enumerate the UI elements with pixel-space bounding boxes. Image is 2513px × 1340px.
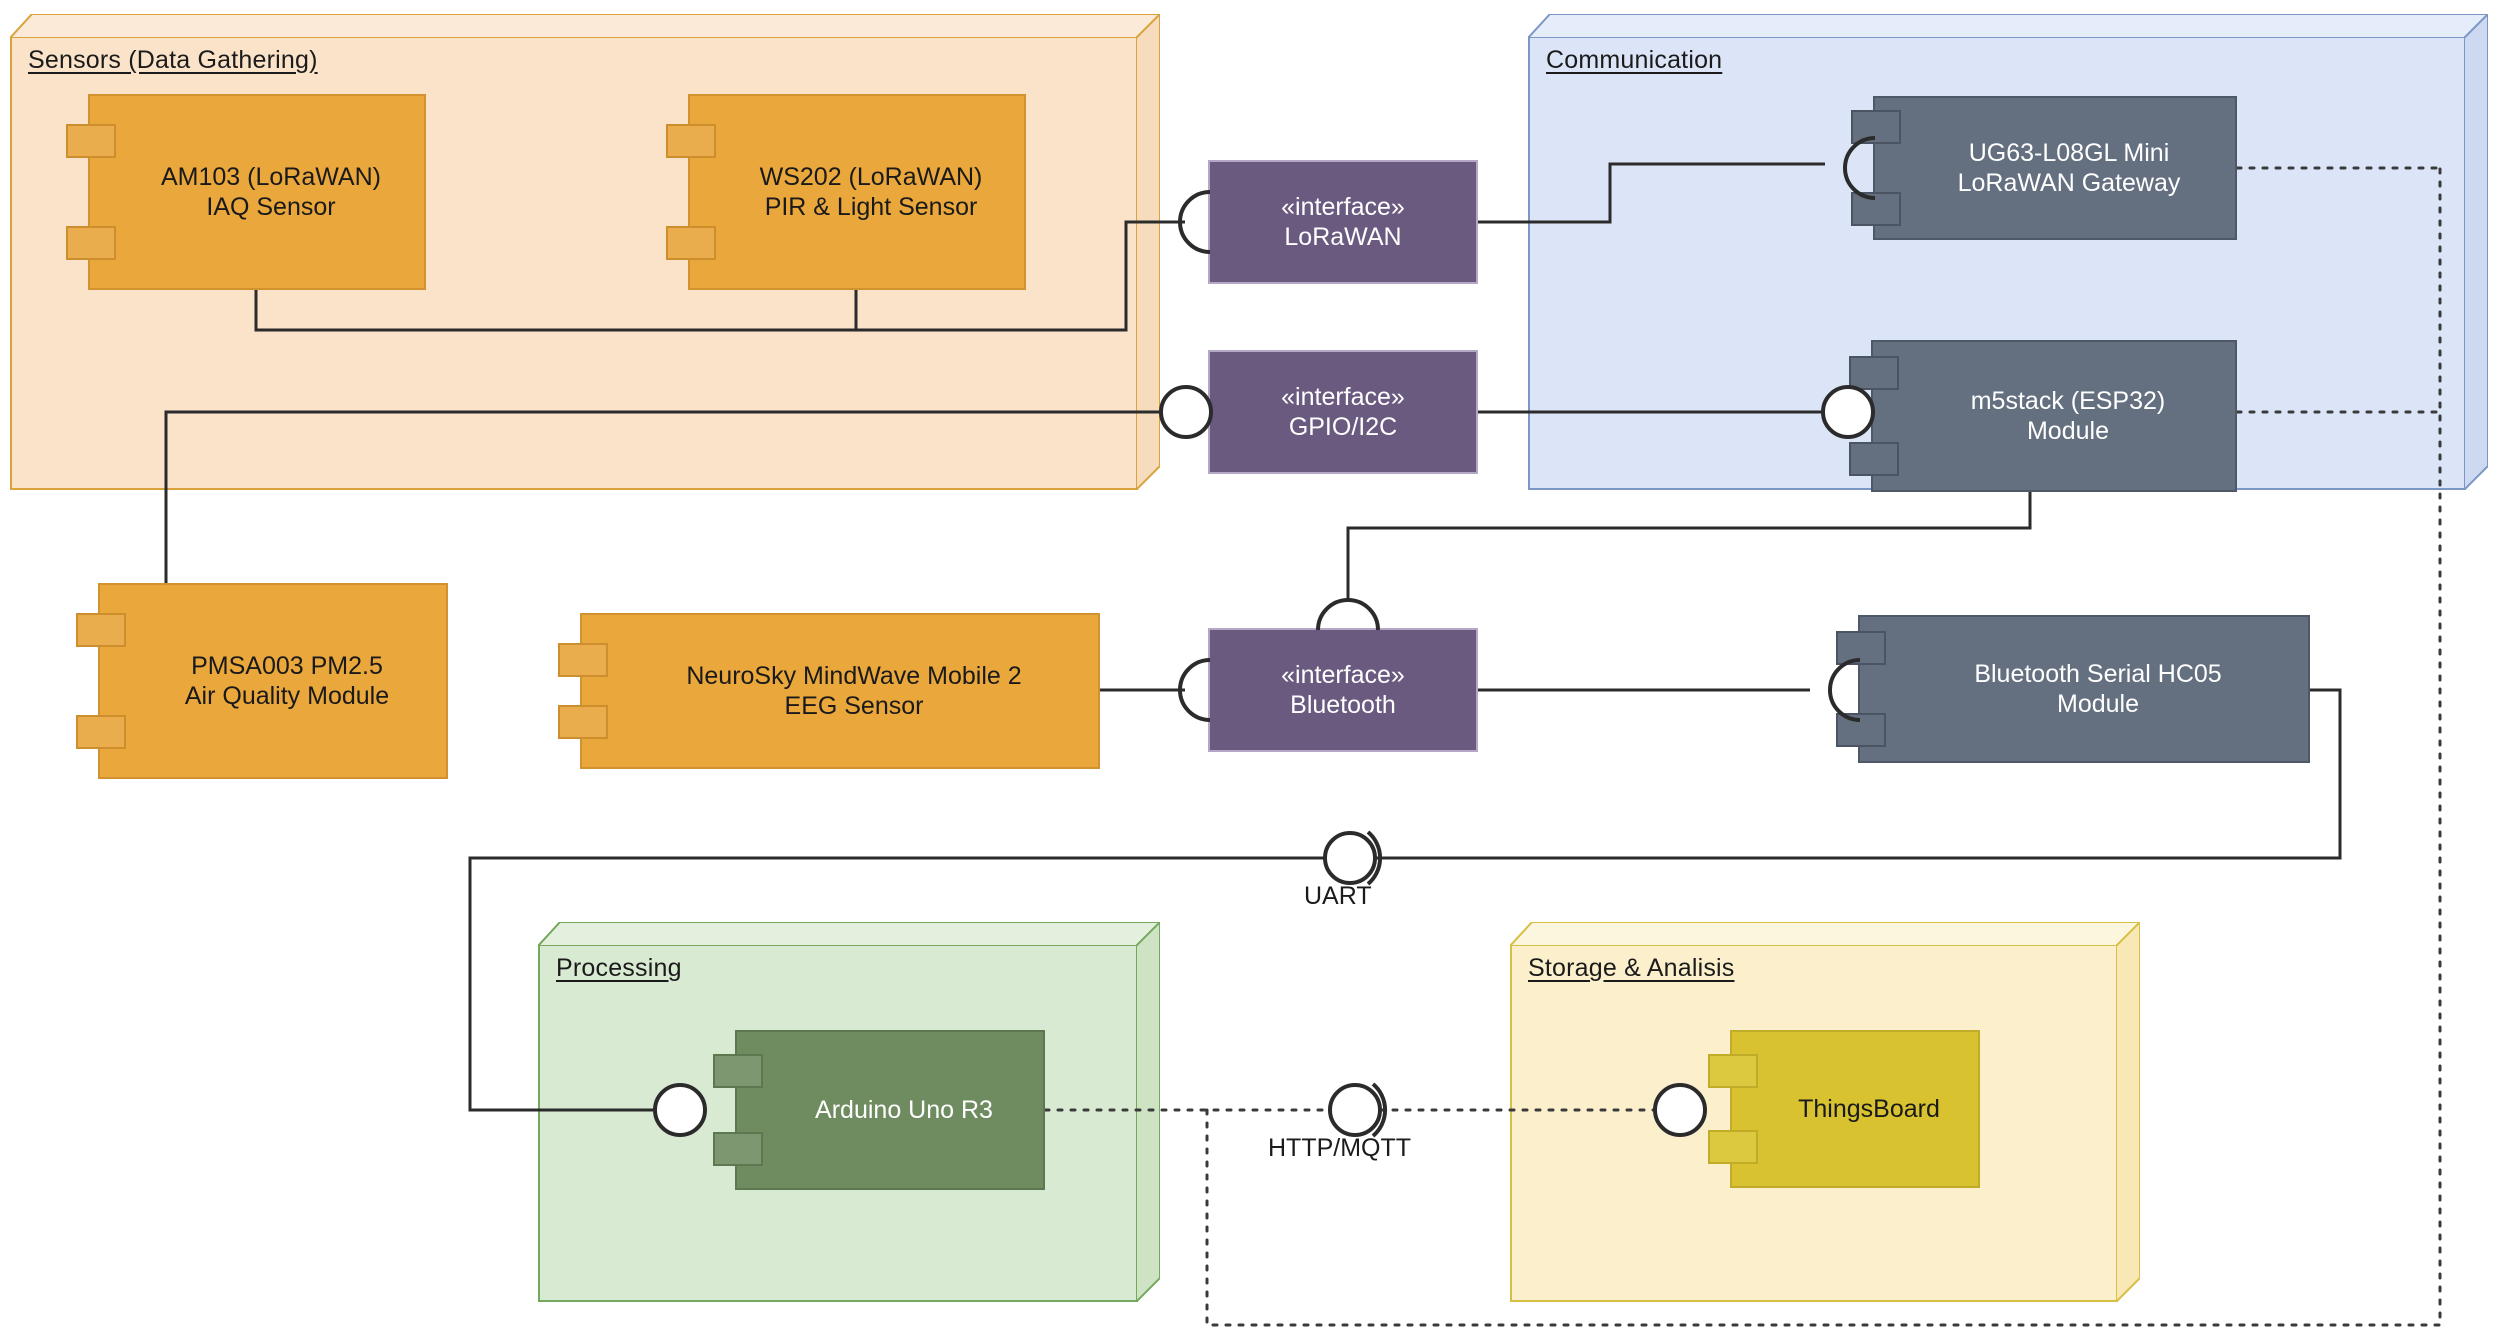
component-port-lower — [666, 226, 716, 260]
component-hc05-label: Bluetooth Serial HC05 Module — [1974, 659, 2222, 719]
component-port-lower — [1708, 1130, 1758, 1164]
component-port-lower — [1836, 713, 1886, 747]
component-thingsboard-label: ThingsBoard — [1798, 1094, 1940, 1123]
component-port-lower — [76, 715, 126, 749]
component-m5stack[interactable]: m5stack (ESP32) Module — [1849, 340, 2237, 492]
component-pmsa003-label: PMSA003 PM2.5 Air Quality Module — [184, 651, 390, 711]
package-storage-side-bevel — [2116, 922, 2140, 1302]
component-am103[interactable]: AM103 (LoRaWAN) IAQ Sensor — [66, 94, 426, 290]
package-storage-top-bevel — [1510, 922, 2140, 946]
package-sensors-side-bevel — [1136, 14, 1160, 490]
component-ws202-label: WS202 (LoRaWAN) PIR & Light Sensor — [759, 162, 983, 222]
component-port-upper — [66, 124, 116, 158]
component-port-lower — [558, 705, 608, 739]
component-pmsa003[interactable]: PMSA003 PM2.5 Air Quality Module — [76, 583, 448, 779]
component-port-upper — [1708, 1054, 1758, 1088]
component-port-upper — [713, 1054, 763, 1088]
package-processing-title: Processing — [556, 954, 682, 982]
component-port-upper — [558, 643, 608, 677]
component-ug63-gateway[interactable]: UG63-L08GL Mini LoRaWAN Gateway — [1851, 96, 2237, 240]
component-am103-label: AM103 (LoRaWAN) IAQ Sensor — [161, 162, 381, 222]
component-port-upper — [1851, 110, 1901, 144]
component-port-upper — [666, 124, 716, 158]
component-neurosky[interactable]: NeuroSky MindWave Mobile 2 EEG Sensor — [558, 613, 1100, 769]
interface-gpio-i2c[interactable]: «interface» GPIO/I2C — [1208, 350, 1478, 474]
interface-lorawan-stereotype: «interface» — [1281, 192, 1405, 221]
package-sensors-title: Sensors (Data Gathering) — [28, 46, 318, 74]
package-communication-side-bevel — [2464, 14, 2488, 490]
component-arduino-label: Arduino Uno R3 — [815, 1095, 993, 1124]
package-communication-top-bevel — [1528, 14, 2488, 38]
interface-bluetooth[interactable]: «interface» Bluetooth — [1208, 628, 1478, 752]
component-arduino-uno-r3[interactable]: Arduino Uno R3 — [713, 1030, 1045, 1190]
connector-label-httpmqtt: HTTP/MQTT — [1268, 1134, 1412, 1162]
interface-lorawan-name: LoRaWAN — [1284, 223, 1402, 251]
interface-gpio-i2c-name: GPIO/I2C — [1288, 413, 1398, 441]
interface-gpio-i2c-stereotype: «interface» — [1281, 382, 1405, 411]
component-ug63-label: UG63-L08GL Mini LoRaWAN Gateway — [1957, 138, 2181, 198]
component-port-upper — [1849, 356, 1899, 390]
package-processing-top-bevel — [538, 922, 1160, 946]
component-ws202[interactable]: WS202 (LoRaWAN) PIR & Light Sensor — [666, 94, 1026, 290]
package-sensors-top-bevel — [10, 14, 1160, 38]
interface-lorawan[interactable]: «interface» LoRaWAN — [1208, 160, 1478, 284]
component-m5stack-label: m5stack (ESP32) Module — [1970, 386, 2166, 446]
component-hc05[interactable]: Bluetooth Serial HC05 Module — [1836, 615, 2310, 763]
component-port-upper — [76, 613, 126, 647]
component-port-upper — [1836, 631, 1886, 665]
package-storage-title: Storage & Analisis — [1528, 954, 1735, 982]
package-communication-title: Communication — [1546, 46, 1723, 74]
interface-bluetooth-stereotype: «interface» — [1281, 660, 1405, 689]
component-port-lower — [1849, 442, 1899, 476]
interface-bluetooth-name: Bluetooth — [1290, 691, 1396, 719]
connector-label-uart: UART — [1304, 882, 1372, 910]
component-port-lower — [713, 1132, 763, 1166]
component-thingsboard[interactable]: ThingsBoard — [1708, 1030, 1980, 1188]
component-neurosky-label: NeuroSky MindWave Mobile 2 EEG Sensor — [686, 661, 1022, 721]
component-port-lower — [66, 226, 116, 260]
package-processing-side-bevel — [1136, 922, 1160, 1302]
component-port-lower — [1851, 192, 1901, 226]
